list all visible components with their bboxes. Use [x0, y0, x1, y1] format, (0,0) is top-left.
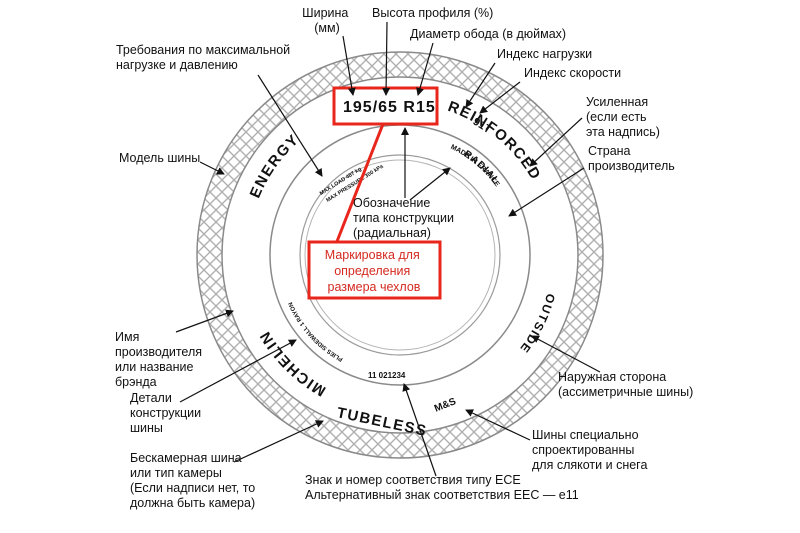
label-model: Модель шины	[119, 151, 200, 165]
label-outside: Наружная сторона (ассиметричные шины)	[558, 370, 693, 399]
label-width: Ширина (мм)	[302, 6, 352, 35]
callout-text: Маркировка для определения размера чехло…	[325, 248, 423, 294]
label-construction-details: Детали конструкции шины	[130, 391, 205, 435]
arrow-max-load	[257, 74, 323, 177]
arrow-ece	[402, 383, 437, 477]
arrow-manufacturer	[175, 309, 234, 333]
arrow-width	[342, 35, 356, 96]
label-max-load: Требования по максимальной нагрузке и да…	[116, 43, 294, 72]
label-tubeless: Бескамерная шина или тип камеры (Если на…	[130, 451, 259, 510]
tyre-rim-edge	[299, 154, 501, 356]
label-manufacturer: Имя производителя или название брэнда	[115, 330, 206, 389]
label-speed-index: Индекс скорости	[524, 66, 621, 80]
arrow-ms	[465, 409, 531, 441]
arrow-outside	[531, 335, 601, 373]
arrow-tubeless	[233, 420, 324, 463]
tyre-size: 195/65 R15	[343, 99, 436, 116]
callout-connector	[334, 123, 385, 245]
arrow-model	[199, 161, 225, 175]
arrows	[175, 21, 601, 477]
label-profile: Высота профиля (%)	[372, 6, 493, 20]
tyre-ece-number: 11 021234	[368, 371, 406, 380]
arrow-load-index	[465, 62, 496, 108]
arrow-construction-radial	[409, 167, 451, 201]
labels: Ширина (мм) Высота профиля (%) Диаметр о…	[115, 6, 693, 510]
arrow-reinforced	[529, 117, 583, 167]
label-rim: Диаметр обода (в дюймах)	[410, 27, 566, 41]
tyre-rim-inner	[304, 159, 496, 351]
label-load-index: Индекс нагрузки	[497, 47, 592, 61]
arrow-speed-index	[479, 81, 521, 114]
arrow-country	[508, 167, 585, 217]
arrow-profile	[382, 21, 391, 96]
label-ece: Знак и номер соответствия типу ECE Альте…	[305, 473, 579, 502]
label-reinforced: Усиленная (если есть эта надпись)	[586, 95, 660, 139]
label-ms: Шины специально спроектированны для сляк…	[532, 428, 647, 472]
arrow-construction-details	[179, 339, 297, 403]
arrow-rim	[416, 42, 434, 96]
label-country: Страна производитель	[588, 144, 675, 173]
callout-box	[307, 240, 442, 300]
